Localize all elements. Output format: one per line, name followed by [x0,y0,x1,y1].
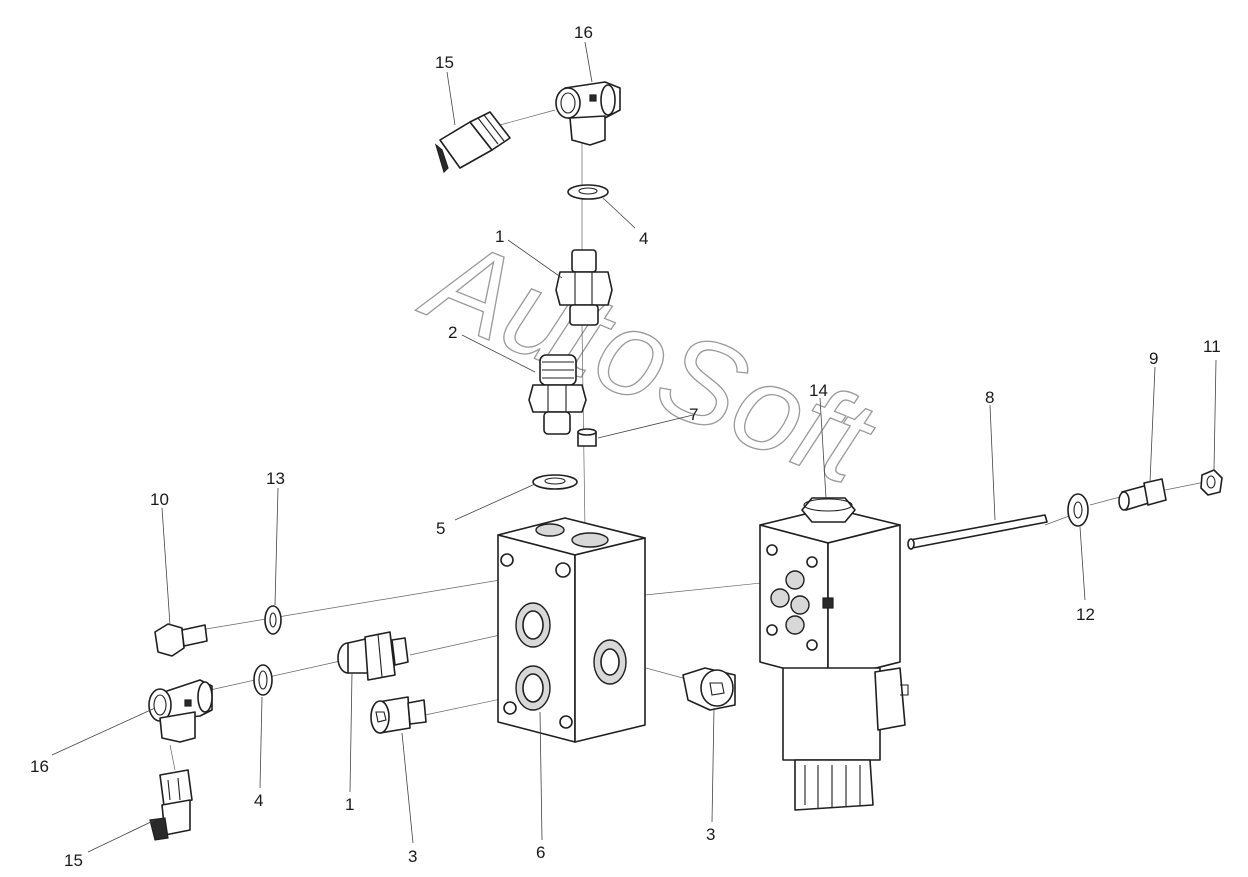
part-16-tee-fitting-bottom [148,679,213,743]
part-15-sensor-bottom [149,769,193,841]
label-15-top: 15 [435,53,454,72]
part-4-washer-bottom [253,664,273,696]
part-3-plug-right [682,667,736,711]
part-13-washer [264,605,282,635]
part-1-union-fitting-bottom [337,631,409,681]
label-4-top: 4 [639,229,648,248]
watermark-text: AutoSoft [405,210,892,511]
part-4-washer-top [567,184,609,200]
label-15-bottom: 15 [64,851,83,870]
label-3-right: 3 [706,825,715,844]
label-2: 2 [448,323,457,342]
label-8: 8 [985,388,994,407]
part-7-small-plug [577,428,597,447]
label-16-top: 16 [574,23,593,42]
label-3-left: 3 [408,847,417,866]
label-5: 5 [436,519,445,538]
label-7: 7 [689,405,698,424]
label-4-bottom: 4 [254,791,263,810]
part-14-solenoid-valve [759,497,909,811]
part-8-tie-rod [907,514,1048,550]
part-9-sleeve-nut [1118,478,1167,511]
part-11-hex-nut [1200,469,1223,496]
part-3-plug-left [370,696,427,734]
part-12-lock-washer [1067,493,1089,527]
label-6: 6 [536,843,545,862]
leader-lines [51,41,1217,853]
label-12: 12 [1076,605,1095,624]
label-10: 10 [150,490,169,509]
part-6-valve-block [497,517,646,743]
label-14: 14 [809,381,828,400]
part-2-adapter [528,354,587,435]
part-labels: 16 15 4 1 2 7 14 8 9 11 10 13 5 12 16 4 … [30,23,1221,870]
part-16-tee-fitting-top [555,81,621,146]
label-1-top: 1 [495,227,504,246]
part-5-washer [532,474,578,490]
part-10-hex-bolt [154,623,208,657]
part-15-sensor-top [434,111,511,174]
part-1-union-fitting-top [555,249,613,326]
label-16-bottom: 16 [30,757,49,776]
label-13: 13 [266,469,285,488]
label-1-bottom: 1 [345,795,354,814]
label-9: 9 [1149,349,1158,368]
label-11: 11 [1203,337,1221,356]
